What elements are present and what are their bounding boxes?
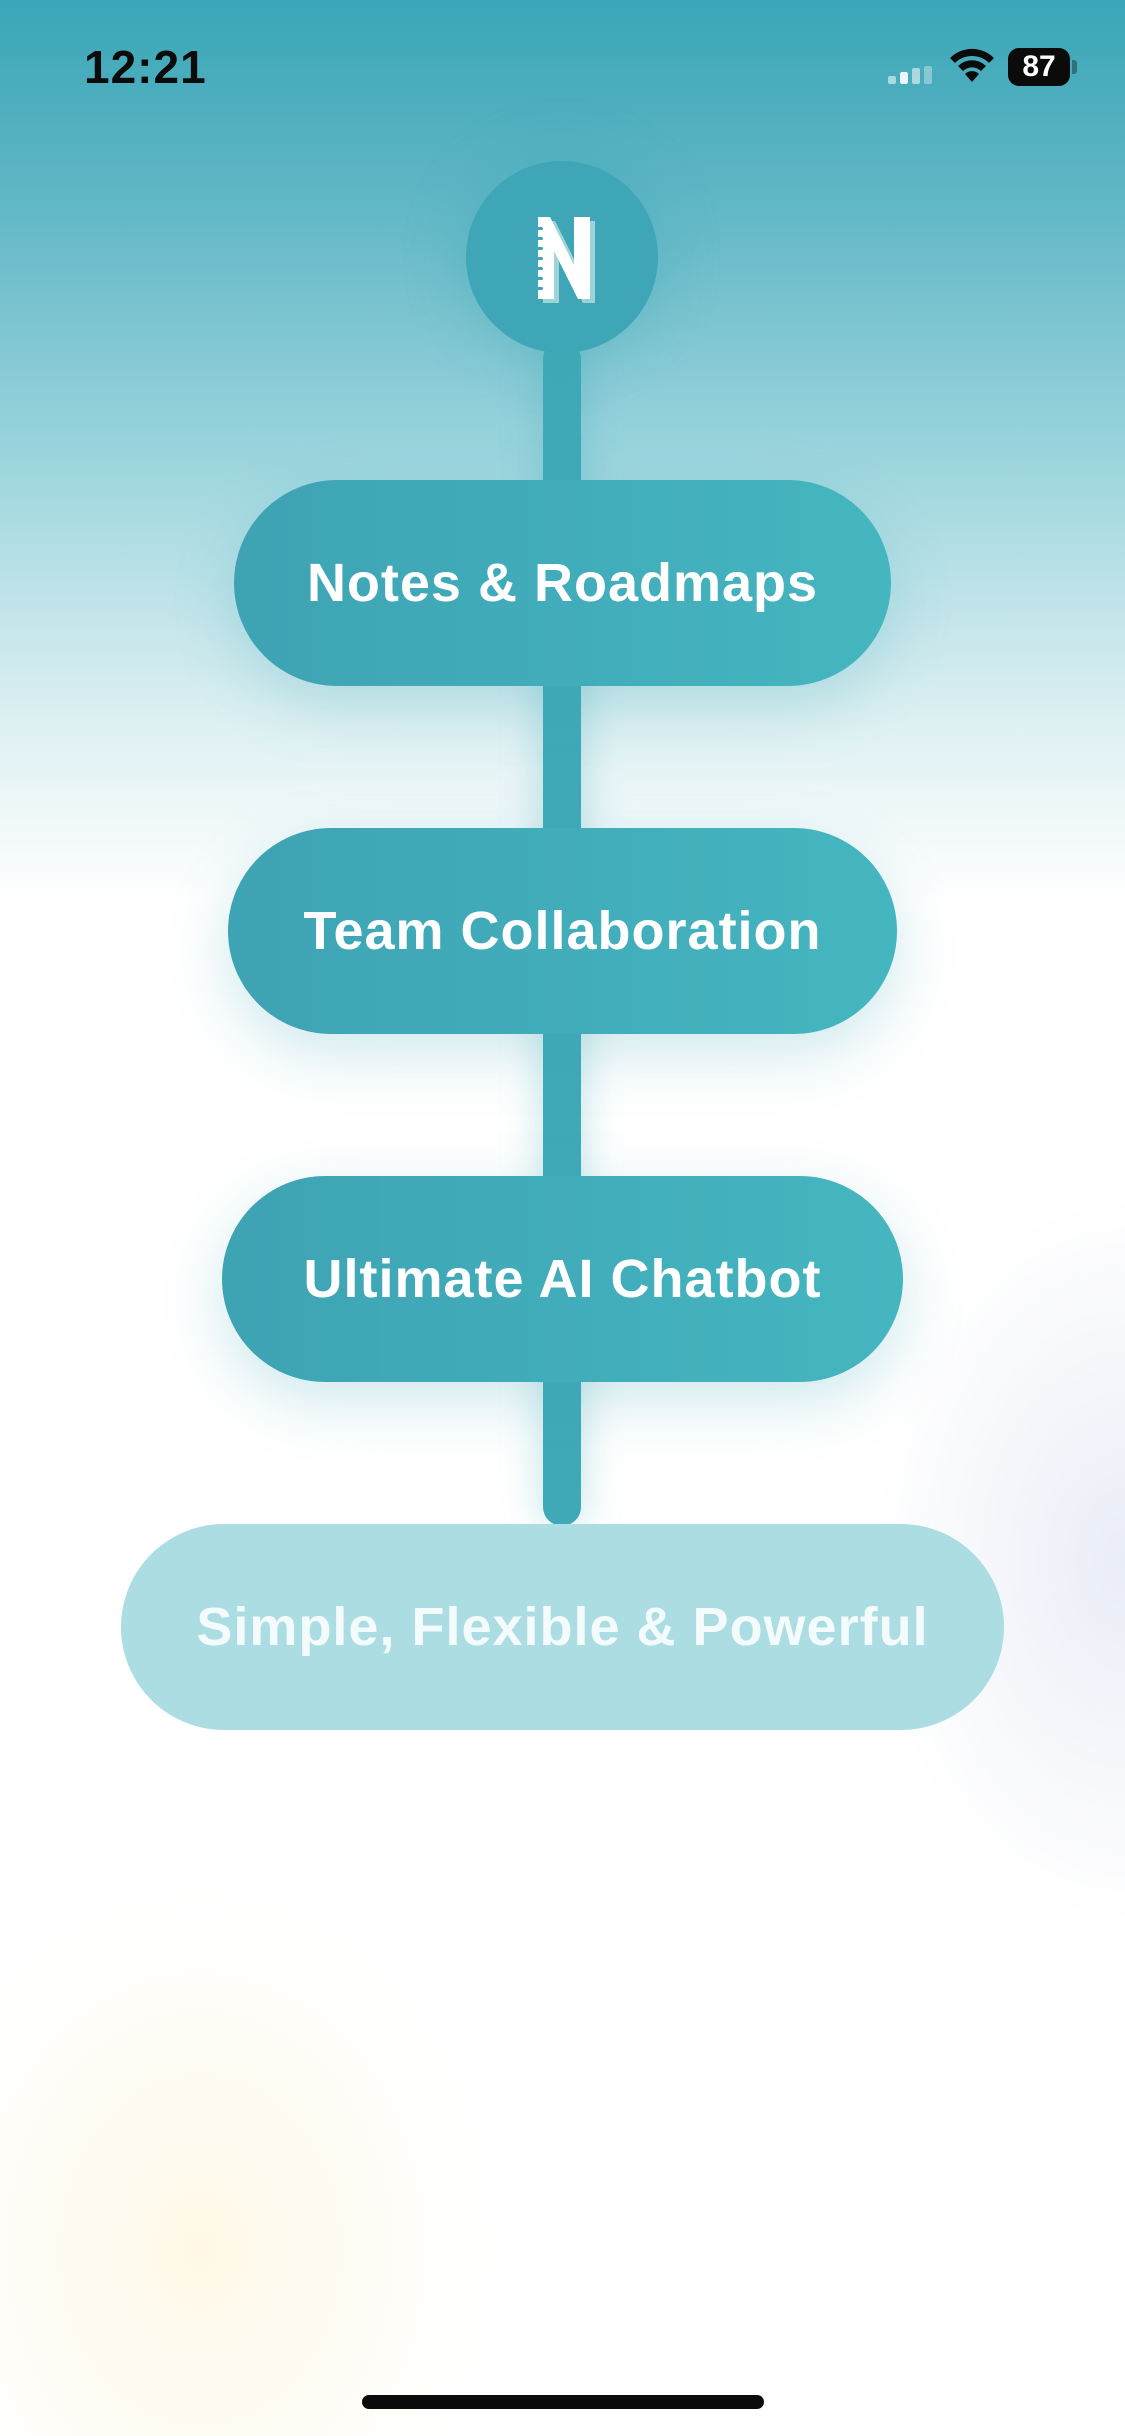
battery-cap [1072,60,1077,74]
feature-ai-chatbot[interactable]: Ultimate AI Chatbot [222,1176,903,1382]
notebook-n-logo-icon [533,217,595,303]
wifi-icon [950,48,994,82]
app-logo [466,161,658,353]
feature-team-collaboration[interactable]: Team Collaboration [228,828,897,1034]
feature-notes-roadmaps[interactable]: Notes & Roadmaps [234,480,891,686]
home-indicator[interactable] [362,2395,764,2409]
battery-level: 87 [1008,48,1070,86]
status-time: 12:21 [84,41,207,93]
feature-simple-flexible-powerful[interactable]: Simple, Flexible & Powerful [121,1524,1004,1730]
signal-icon [888,66,934,84]
battery-icon: 87 [1008,48,1077,86]
